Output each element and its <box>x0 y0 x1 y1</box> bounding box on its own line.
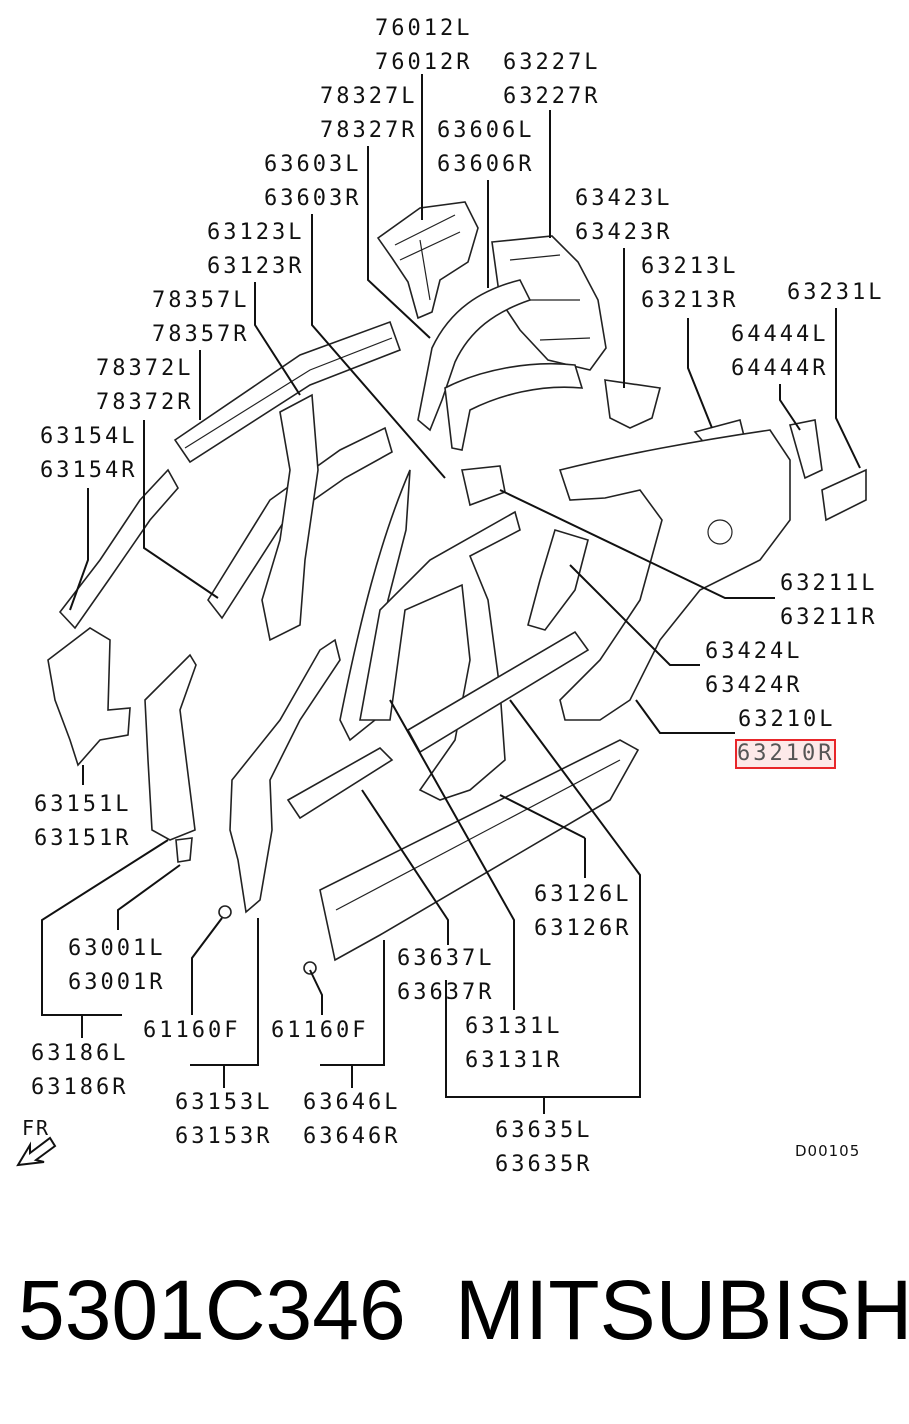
reinforcement-63424 <box>527 529 589 631</box>
label-63001R: 63001R <box>68 970 166 995</box>
label-63637L: 63637L <box>397 946 495 971</box>
label-78327R: 78327R <box>320 118 418 143</box>
front-pillar-63001 <box>144 653 197 863</box>
roof-rail-78327 <box>173 320 402 464</box>
side-outer-63635 <box>359 510 521 801</box>
label-63211R: 63211R <box>780 605 878 630</box>
label-63231L: 63231L <box>787 280 885 305</box>
label-63123R: 63123R <box>207 254 305 279</box>
diagram-code: D00105 <box>795 1142 861 1160</box>
label-78372L: 78372L <box>96 356 194 381</box>
label-63154L: 63154L <box>40 424 138 449</box>
label-63210R-highlighted: 63210R <box>734 739 837 769</box>
label-63131L: 63131L <box>465 1014 563 1039</box>
label-76012R: 76012R <box>375 50 473 75</box>
label-63126R: 63126R <box>534 916 632 941</box>
wheelhouse-inner-63606 <box>417 279 532 432</box>
label-63213R: 63213R <box>641 288 739 313</box>
label-63424R: 63424R <box>705 673 803 698</box>
pillar-78372 <box>58 468 179 630</box>
sill-reinforcement-63637 <box>286 747 394 820</box>
label-63637R: 63637R <box>397 980 495 1005</box>
label-63123L: 63123L <box>207 220 305 245</box>
label-63213L: 63213L <box>641 254 739 279</box>
label-63606L: 63606L <box>437 118 535 143</box>
label-78357R: 78357R <box>152 322 250 347</box>
roof-bracket-76012 <box>376 201 479 320</box>
label-78372R: 78372R <box>96 390 194 415</box>
label-63635L: 63635L <box>495 1118 593 1143</box>
label-63151L: 63151L <box>34 792 132 817</box>
label-63154R: 63154R <box>40 458 138 483</box>
label-63153R: 63153R <box>175 1124 273 1149</box>
leader-lines <box>41 74 861 1114</box>
rear-pillar-inner-63227 <box>491 235 607 371</box>
footer-part-number: 5301C346 <box>18 1263 406 1357</box>
label-63423R: 63423R <box>575 220 673 245</box>
label-63646L: 63646L <box>303 1090 401 1115</box>
label-63227R: 63227R <box>503 84 601 109</box>
front-direction-arrow-icon <box>16 1136 57 1167</box>
label-61160F-left: 61160F <box>143 1018 241 1043</box>
bracket-63231 <box>788 419 867 522</box>
label-64444L: 64444L <box>731 322 829 347</box>
label-63210L: 63210L <box>738 707 836 732</box>
footer-brand: MITSUBISHI <box>455 1263 909 1357</box>
front-direction-label: FR <box>22 1116 51 1140</box>
front-pillar-outer-63153 <box>229 638 341 914</box>
label-78327L: 78327L <box>320 84 418 109</box>
label-76012L: 76012L <box>375 16 473 41</box>
label-63424L: 63424L <box>705 639 803 664</box>
label-63646R: 63646R <box>303 1124 401 1149</box>
label-63606R: 63606R <box>437 152 535 177</box>
label-63001L: 63001L <box>68 936 166 961</box>
label-63153L: 63153L <box>175 1090 273 1115</box>
label-63211L: 63211L <box>780 571 878 596</box>
bracket-63213 <box>604 379 662 429</box>
label-63186L: 63186L <box>31 1041 129 1066</box>
clip-61160F <box>218 905 317 975</box>
label-63603R: 63603R <box>264 186 362 211</box>
label-78357L: 78357L <box>152 288 250 313</box>
pillar-78357 <box>261 393 319 642</box>
label-63126L: 63126L <box>534 882 632 907</box>
front-pillar-lower-63151 <box>47 627 131 767</box>
center-pillar-63131 <box>339 469 411 742</box>
label-64444R: 64444R <box>731 356 829 381</box>
wheelhouse-outer-63423 <box>444 362 584 451</box>
label-63423L: 63423L <box>575 186 673 211</box>
label-61160F-right: 61160F <box>271 1018 369 1043</box>
label-63151R: 63151R <box>34 826 132 851</box>
label-63635R: 63635R <box>495 1152 593 1177</box>
label-63186R: 63186R <box>31 1075 129 1100</box>
label-63131R: 63131R <box>465 1048 563 1073</box>
label-63227L: 63227L <box>503 50 601 75</box>
label-63603L: 63603L <box>264 152 362 177</box>
brace-63211 <box>461 465 506 507</box>
